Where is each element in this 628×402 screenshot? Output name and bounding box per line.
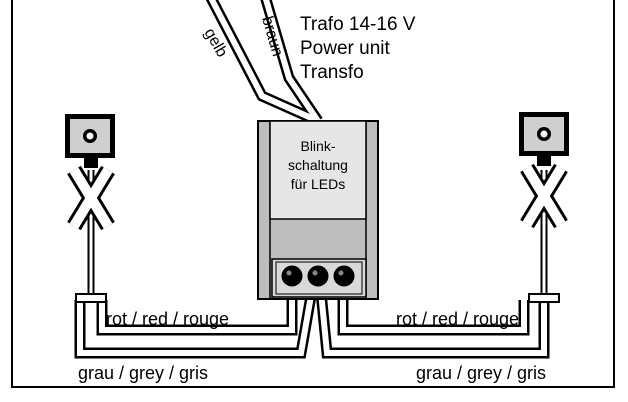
wire-label-grey-right: grau / grey / gris — [416, 363, 546, 383]
module-label-line-3: für LEDs — [291, 176, 345, 192]
signal-post-base-left — [75, 293, 107, 303]
wire-label-brown: braun — [258, 14, 286, 58]
power-supply-line-1: Trafo 14-16 V — [300, 14, 416, 35]
wire-label-red-right: rot / red / rouge — [396, 309, 519, 329]
crossing-signal-right — [519, 112, 569, 303]
power-supply-label: Trafo 14-16 V Power unit Transfo — [300, 14, 416, 83]
module-label-line-2: schaltung — [288, 157, 348, 173]
module-label-panel — [269, 120, 367, 220]
power-wires-inner — [208, 0, 321, 124]
blink-module: Blink- schaltung für LEDs — [257, 120, 379, 300]
cross-buck-left — [67, 165, 115, 231]
wire-label-red-left: rot / red / rouge — [106, 309, 229, 329]
power-supply-line-3: Transfo — [300, 62, 364, 83]
cross-buck-right — [520, 163, 568, 229]
signal-post-base-right — [528, 293, 560, 303]
module-label-line-1: Blink- — [300, 138, 335, 154]
terminal-center — [307, 265, 329, 287]
diagram-frame — [11, 0, 615, 388]
crossing-signal-left — [65, 114, 115, 303]
terminal-right — [333, 265, 355, 287]
terminal-left — [281, 265, 303, 287]
wire-label-grey-left: grau / grey / gris — [78, 363, 208, 383]
power-supply-line-2: Power unit — [300, 38, 390, 59]
